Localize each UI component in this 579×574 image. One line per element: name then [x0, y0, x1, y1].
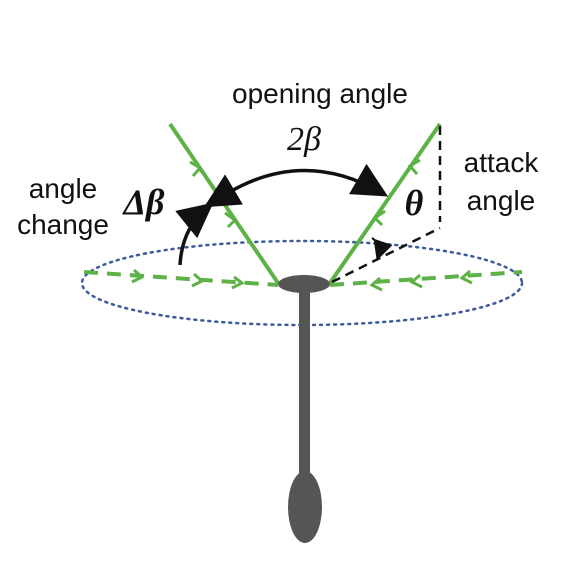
opening-angle-arrow — [203, 163, 389, 208]
chevron-arrow-icon — [231, 275, 245, 290]
theta-label: θ — [405, 183, 424, 223]
chevron-arrow-icon — [409, 273, 423, 289]
right-v-bristle — [328, 122, 442, 285]
angle-change-arrow — [175, 202, 214, 266]
attack-angle-label-line2: angle — [467, 185, 536, 216]
chevron-arrow-icon — [224, 211, 238, 229]
right-horizontal-bristle — [329, 270, 523, 287]
attack-angle-label-line1: attack — [464, 147, 540, 178]
v-chevron-markers — [189, 158, 421, 229]
two-beta-label: 2β — [287, 121, 321, 158]
chevron-arrow-icon — [459, 269, 473, 285]
seed-head — [278, 275, 330, 293]
seed-stalk — [299, 290, 310, 488]
chevron-arrow-icon — [407, 158, 421, 175]
angle-change-label-line2: change — [17, 209, 109, 240]
chevron-arrow-icon — [189, 160, 203, 177]
theta-arc — [371, 237, 393, 261]
chevron-arrow-icon — [131, 268, 145, 284]
seed-achene — [288, 471, 322, 543]
delta-beta-label: Δβ — [121, 182, 165, 222]
chevron-arrow-icon — [191, 272, 205, 288]
chevron-arrow-icon — [369, 276, 383, 292]
opening-angle-label: opening angle — [232, 78, 408, 109]
left-v-bristle — [168, 122, 280, 285]
horizontal-chevron-markers — [131, 268, 473, 292]
chevron-arrow-icon — [372, 209, 386, 227]
left-horizontal-bristle — [83, 270, 279, 287]
angle-change-label-line1: angle — [29, 173, 98, 204]
